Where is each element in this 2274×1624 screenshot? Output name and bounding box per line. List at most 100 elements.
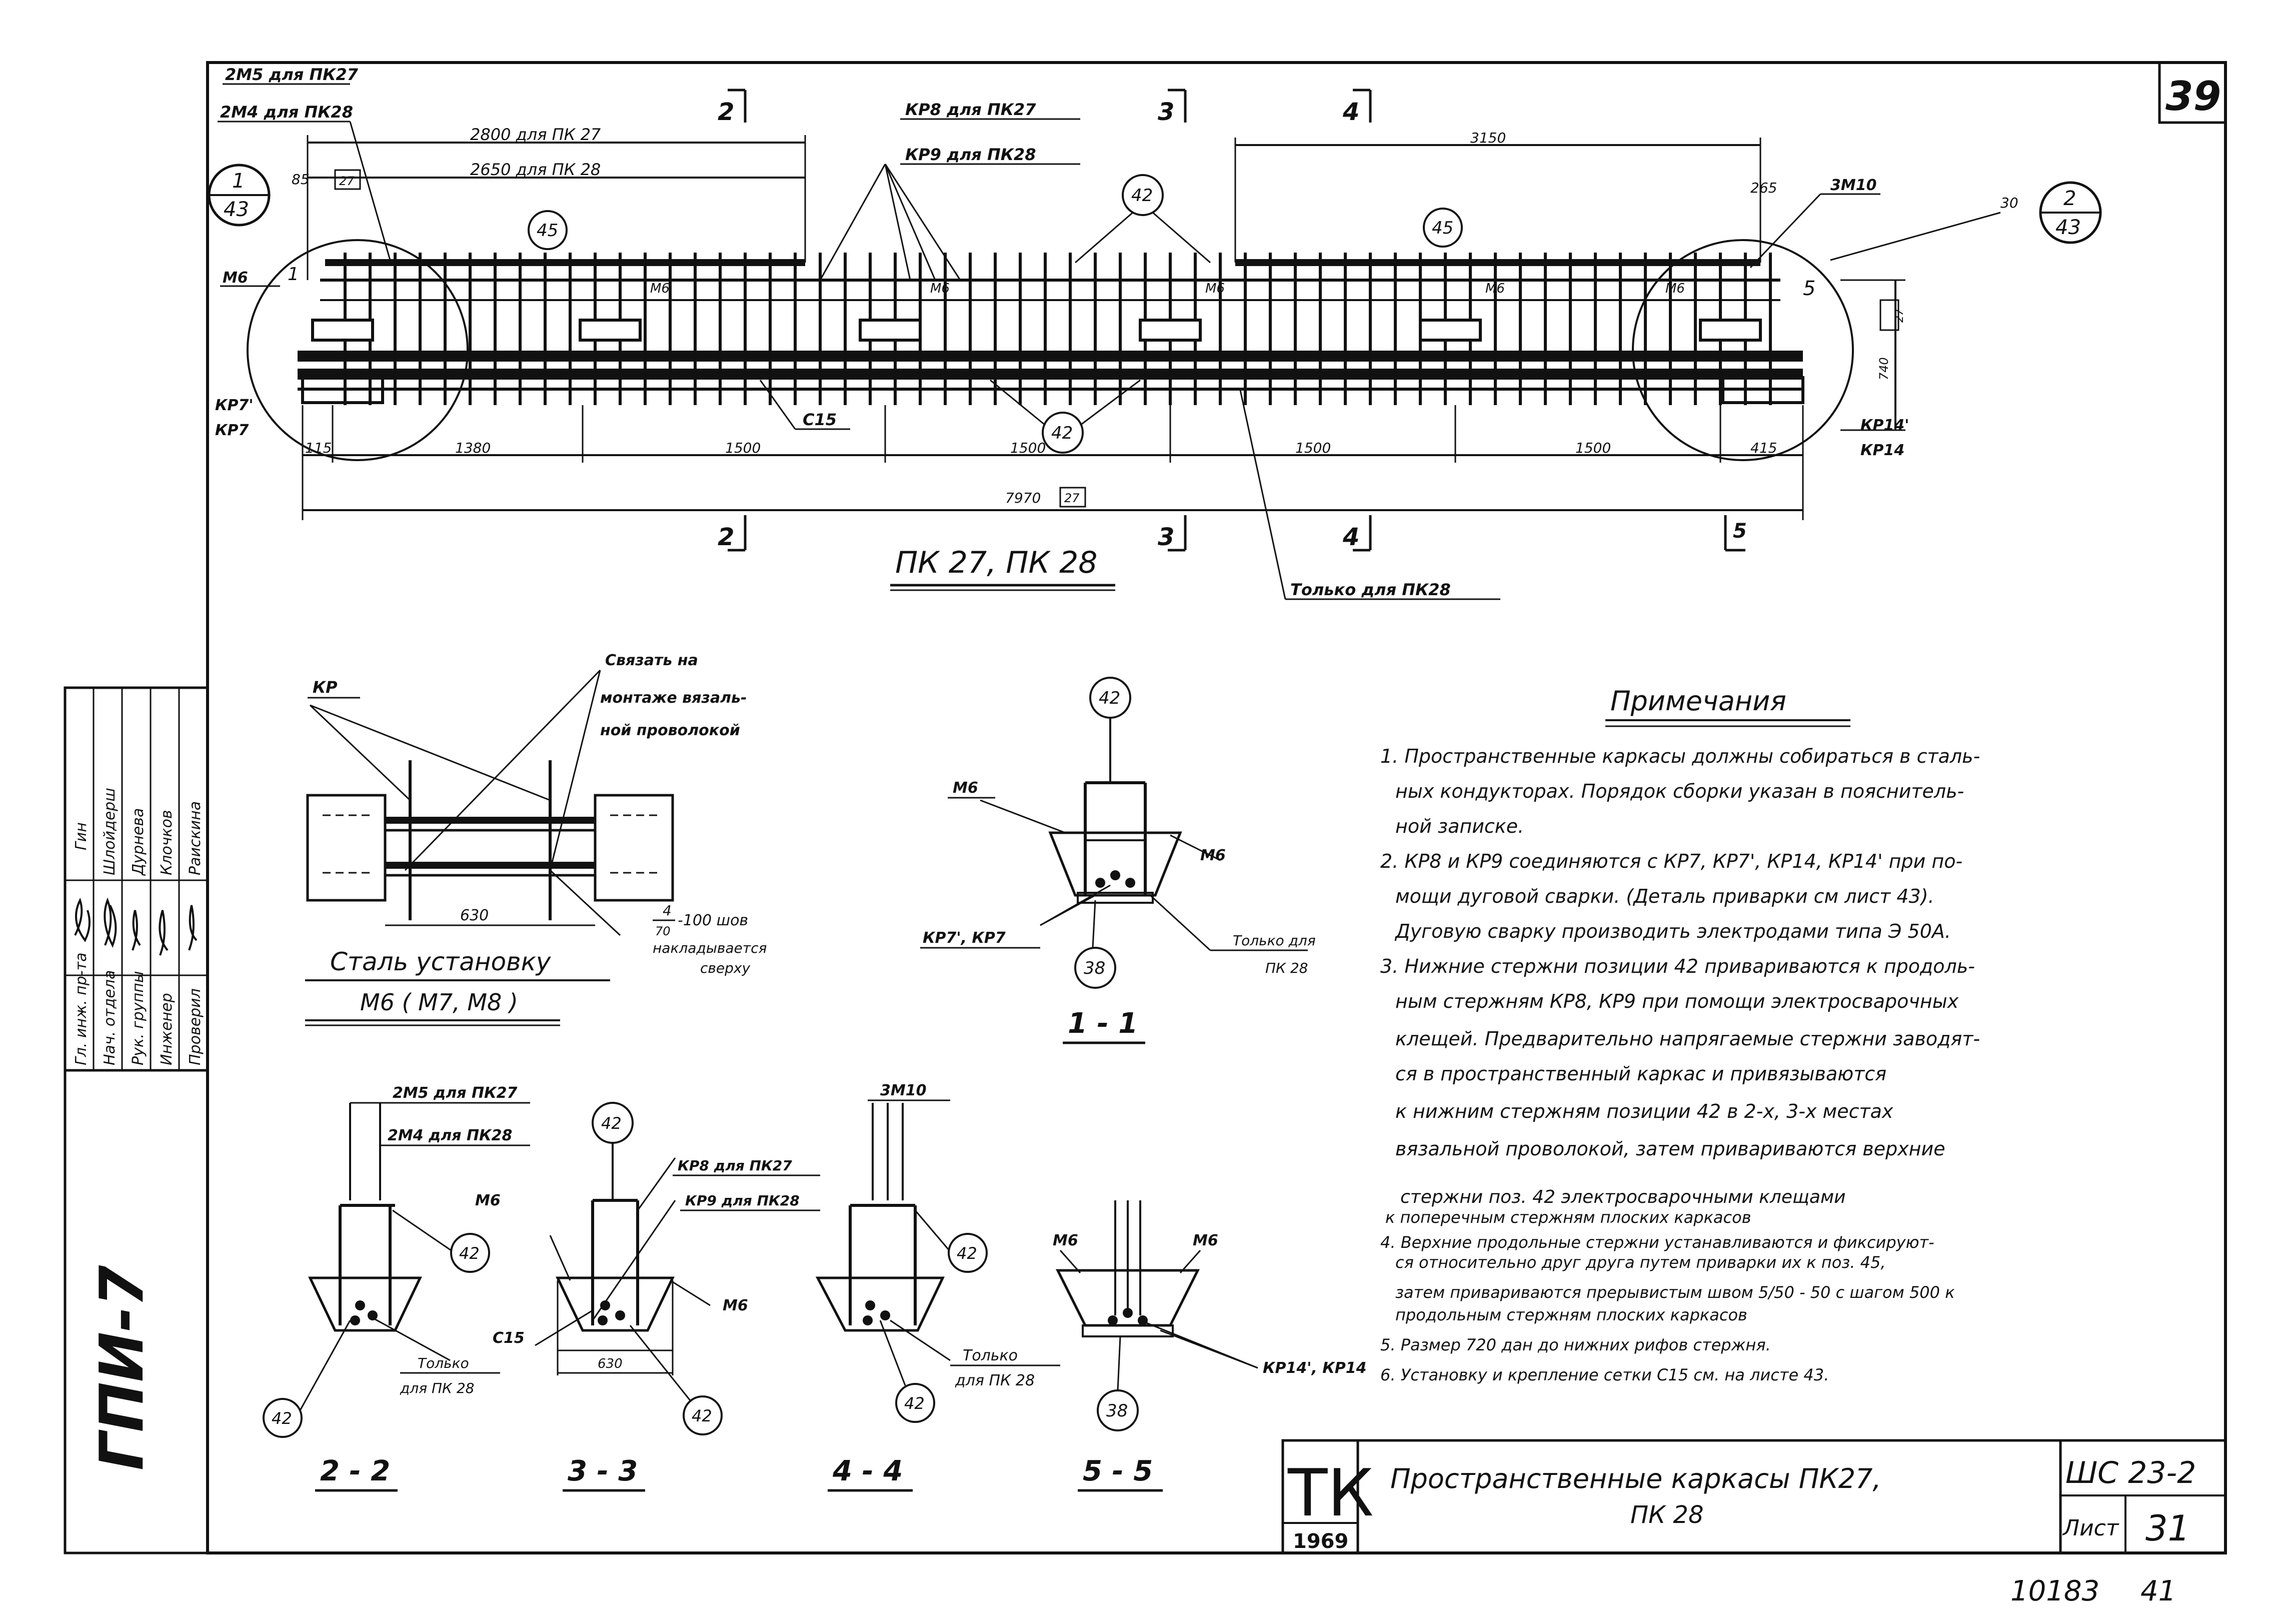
cut-4-bottom: 4 (1342, 523, 1359, 551)
s22-rebar-2: 2М4 для ПК28 (388, 1127, 512, 1144)
s44-rebar: 3М10 (880, 1082, 926, 1099)
s33-c15: С15 (493, 1329, 525, 1347)
seg-dim-115: 115 (305, 440, 332, 456)
node-1-mark: 1 (288, 264, 299, 285)
s11-42: 42 (1099, 688, 1120, 708)
callout-45-right-text: 45 (1432, 218, 1453, 238)
stamp-name-0: Гин (73, 822, 90, 850)
label-c15: С15 (803, 410, 837, 429)
label-len-2650: 2650 для ПК 28 (470, 160, 601, 179)
overall-dim: 7970 (1005, 490, 1041, 506)
callout-node2-top: 2 (2063, 187, 2076, 210)
callout-42-top (1122, 174, 1164, 216)
s22-42b: 42 (272, 1409, 292, 1428)
seg-dim-1380: 1380 (455, 440, 491, 456)
title-line-1: Пространственные каркасы ПК27, (1390, 1463, 1881, 1494)
label-kp8-pk27: КР8 для ПК27 (905, 100, 1036, 119)
note-line-4: мощи дуговой сварки. (Деталь приварки см… (1395, 885, 1934, 907)
s11-only-1: Только для (1233, 932, 1316, 949)
logo-year: 1969 (1293, 1530, 1348, 1553)
note-line-3: 2. КР8 и КР9 соединяются с КР7, КР7', КР… (1380, 850, 1962, 872)
s55-m6-right: М6 (1193, 1232, 1218, 1249)
label-kp14-1: КР14' (1860, 417, 1909, 434)
note-line-10: к нижним стержням позиции 42 в 2-х, 3-х … (1395, 1100, 1893, 1122)
cut-2-top: 2 (718, 98, 734, 126)
mount-overlay-1: накладывается (653, 940, 767, 956)
sheet-value: 31 (2145, 1508, 2190, 1549)
note-line-8: клещей. Предварительно напрягаемые стерж… (1395, 1028, 1980, 1050)
callout-45-left-text: 45 (537, 221, 558, 241)
series-code: ШС 23-2 (2065, 1455, 2196, 1490)
mount-overlay-2: сверху (700, 960, 750, 976)
s11-title: 1 - 1 (1068, 1007, 1138, 1040)
s55-m6-left: М6 (1053, 1232, 1078, 1249)
m6-plates (311, 319, 1762, 342)
footer-page: 41 (2140, 1575, 2176, 1607)
section-1-1 (980, 677, 1221, 989)
callout-45-right (1423, 208, 1463, 248)
label-len-2800: 2800 для ПК 27 (470, 125, 601, 144)
note-line-2: ной записке. (1395, 815, 1524, 837)
cut-4-top: 4 (1342, 98, 1359, 126)
callout-node2-bottom: 43 (2055, 216, 2081, 239)
m6-4: М6 (1485, 281, 1505, 296)
logo-letters: ТК (1287, 1455, 1374, 1531)
mount-frac-num: 4 (663, 902, 672, 919)
label-kp14: КР14 (1860, 442, 1904, 459)
s44-42a: 42 (957, 1244, 977, 1263)
detail-circle-right (1632, 239, 1854, 461)
label-dim-265: 265 (1750, 180, 1777, 196)
title-line-2: ПК 28 (1630, 1501, 1704, 1529)
m6-1: М6 (650, 281, 670, 296)
s11-38: 38 (1084, 958, 1105, 978)
seg-dim-415: 415 (1750, 440, 1777, 456)
section-5-5 (1055, 1200, 1258, 1431)
mount-subtitle: М6 ( М7, М8 ) (360, 989, 518, 1016)
label-2m4-pk28: 2М4 для ПК28 (220, 103, 353, 122)
box-27-right: 27 (1893, 309, 1906, 323)
notes-body: 1. Пространственные каркасы должны собир… (1380, 745, 1980, 1384)
s55-kp: КР14', КР14 (1263, 1359, 1367, 1377)
node-5-mark: 5 (1803, 277, 1815, 300)
stamp-name-2: Дурнева (130, 808, 147, 876)
main-view-title: ПК 27, ПК 28 (895, 545, 1097, 580)
sheet-label: Лист (2062, 1515, 2119, 1541)
label-740: 740 (1877, 357, 1891, 380)
s22-only-2: для ПК 28 (400, 1380, 474, 1396)
m6-2: М6 (930, 281, 950, 296)
seg-dim-1500-a: 1500 (725, 440, 761, 456)
mount-frac-den: 70 (655, 924, 671, 938)
s33-42a: 42 (601, 1114, 622, 1133)
signatures (74, 897, 198, 956)
overall-dim-box: 27 (1064, 491, 1080, 505)
note-line-5: Дуговую сварку производить электродами т… (1394, 920, 1951, 942)
callout-node1-top: 1 (232, 170, 245, 193)
label-3m10: 3М10 (1830, 177, 1876, 194)
callout-45-left (528, 210, 568, 250)
callout-42-bottom (1042, 412, 1084, 454)
cut-5-bottom: 5 (1733, 520, 1747, 543)
note-line-18: 5. Размер 720 дан до нижних рифов стержн… (1380, 1335, 1771, 1354)
footer-inventory: 10183 (2010, 1575, 2099, 1607)
callout-42-bottom-text: 42 (1051, 423, 1073, 443)
end-block-right (1721, 376, 1804, 404)
note-line-15: ся относительно друг друга путем приварк… (1395, 1253, 1886, 1272)
callout-node1-bottom: 43 (224, 198, 249, 221)
cut-3-top: 3 (1158, 98, 1174, 126)
seg-dim-1500-d: 1500 (1575, 440, 1611, 456)
note-line-16: затем привариваются прерывистым швом 5/5… (1395, 1283, 1955, 1302)
mount-tie-1: Связать на (605, 652, 698, 669)
detail-circle-left (247, 239, 469, 461)
s44-only-2: для ПК 28 (955, 1372, 1035, 1389)
main-elevation (247, 135, 1905, 520)
cut-2-bottom: 2 (718, 523, 734, 551)
sheet-number-box (2158, 61, 2227, 124)
note-line-14: 4. Верхние продольные стержни устанавлив… (1380, 1233, 1934, 1252)
label-2m5-pk27: 2М5 для ПК27 (225, 65, 359, 84)
m6-3: М6 (1205, 281, 1225, 296)
stamp-role-2: Рук. группы (130, 971, 147, 1065)
note-line-9: ся в пространственный каркас и привязыва… (1395, 1063, 1886, 1085)
label-dim-85: 85 (292, 171, 310, 188)
mount-kp: КР (313, 678, 338, 697)
